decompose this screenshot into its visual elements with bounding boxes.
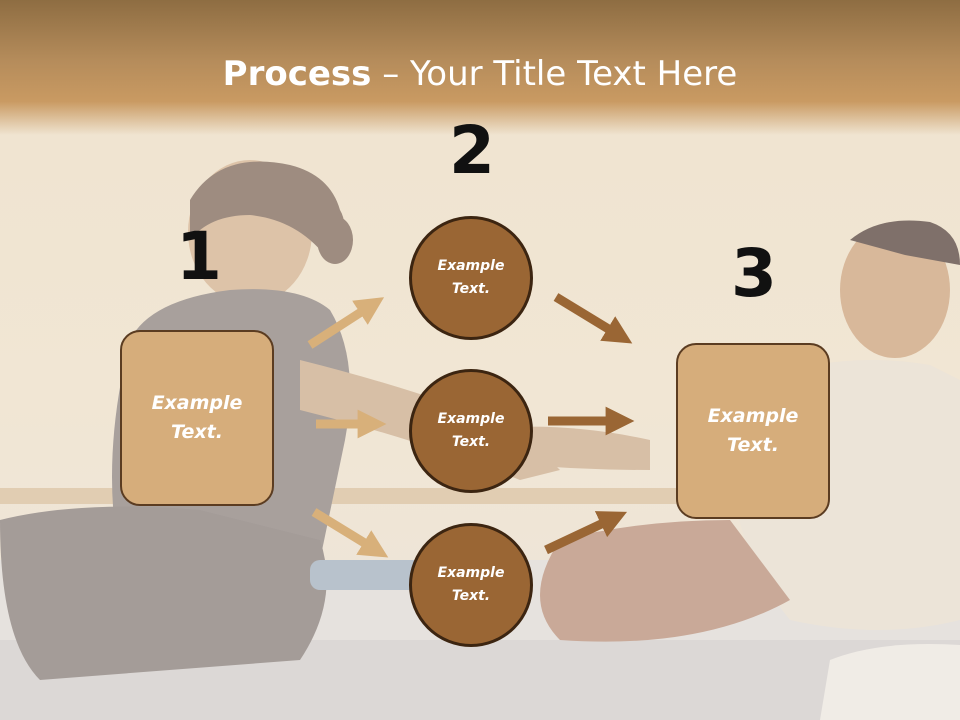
step-number-1: 1 <box>176 218 222 295</box>
process-circle-2: Example Text. <box>409 369 533 493</box>
step-number-2: 2 <box>449 112 495 189</box>
arrow-box-to-circle-3 <box>311 508 389 558</box>
circle-1-line1: Example <box>437 258 505 274</box>
arrow-circle-3-to-box <box>544 511 628 555</box>
left-box-line2: Text. <box>171 421 223 443</box>
right-box-line1: Example <box>707 405 799 427</box>
circle-1-line2: Text. <box>451 281 491 297</box>
right-box-line2: Text. <box>727 434 779 456</box>
slide-title: Process – Your Title Text Here <box>0 54 960 94</box>
process-circle-1: Example Text. <box>409 216 533 340</box>
step-number-3: 3 <box>731 235 777 312</box>
header-band <box>0 0 960 135</box>
left-process-box: Example Text. <box>120 330 274 506</box>
arrow-circle-1-to-box <box>553 293 633 344</box>
title-rest: Your Title Text Here <box>410 54 738 94</box>
process-circle-3: Example Text. <box>409 523 533 647</box>
circle-3-line2: Text. <box>451 588 491 604</box>
circle-3-line1: Example <box>437 565 505 581</box>
left-box-line1: Example <box>151 392 243 414</box>
right-process-box: Example Text. <box>676 343 830 519</box>
title-dash: – <box>371 54 411 94</box>
circle-2-line1: Example <box>437 411 505 427</box>
circle-2-line2: Text. <box>451 434 491 450</box>
title-bold: Process <box>222 54 372 94</box>
arrow-box-to-circle-1 <box>307 297 385 349</box>
